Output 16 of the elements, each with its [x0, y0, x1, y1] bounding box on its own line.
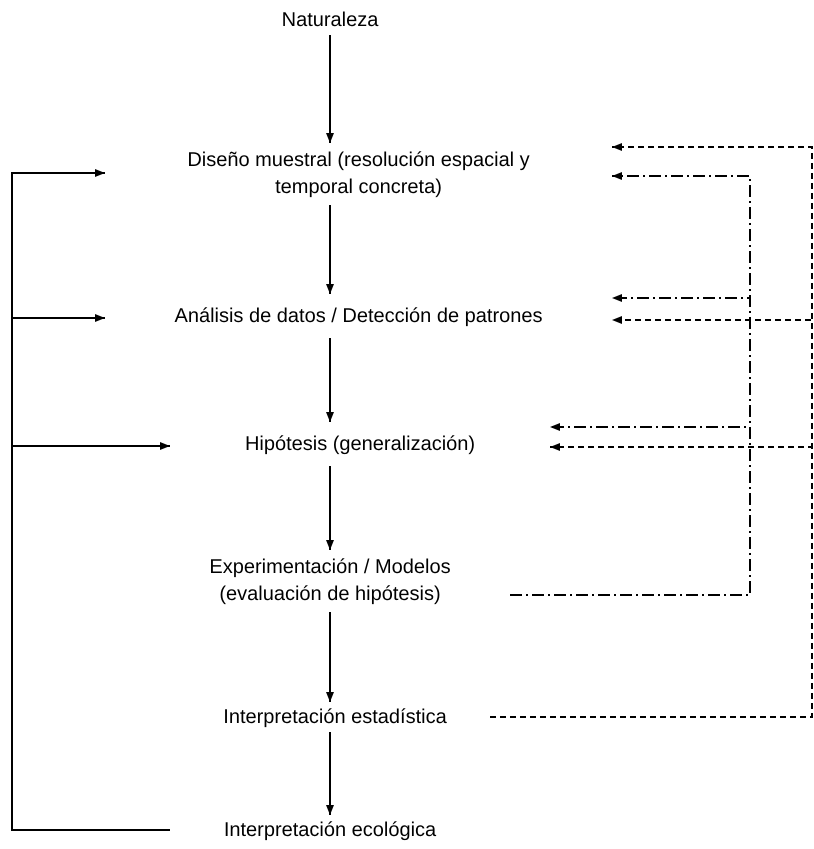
arrow: [490, 443, 813, 718]
step-label: Interpretación estadística: [222, 704, 448, 730]
step-label: Naturaleza: [280, 8, 380, 32]
arrow: [326, 35, 334, 143]
step-label: Diseño muestral (resolución espacial y temporal concreta): [186, 148, 531, 200]
arrow: [326, 732, 334, 815]
arrow: [326, 205, 334, 294]
arrow: [326, 466, 334, 550]
step-label: Análisis de datos / Detección de patrones: [174, 304, 544, 328]
arrow: [11, 442, 170, 831]
arrow: [326, 338, 334, 422]
step-label: Experimentación / Modelos (evaluación de hipótesis): [208, 555, 452, 607]
arrow: [326, 612, 334, 702]
step-label: Hipótesis (generalización): [244, 432, 476, 456]
step-label: Interpretación ecológica: [222, 818, 438, 842]
arrow: [510, 423, 751, 596]
